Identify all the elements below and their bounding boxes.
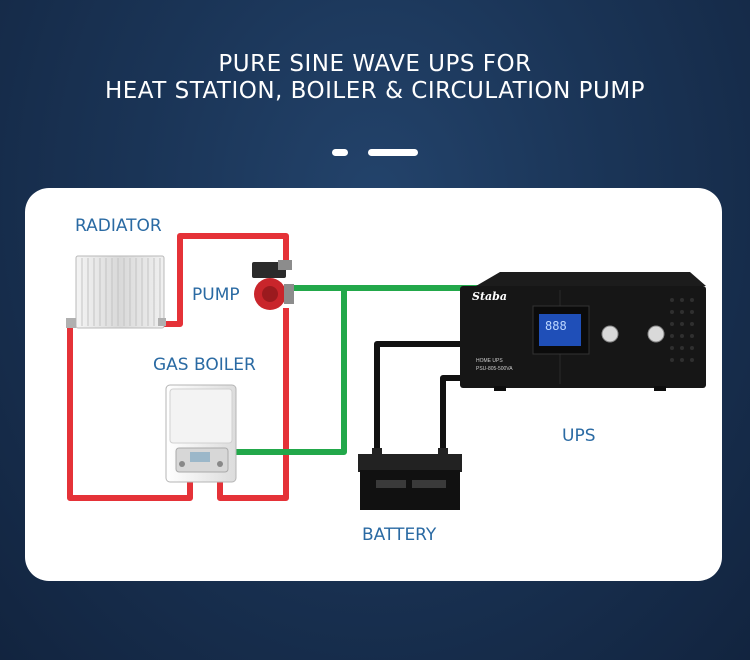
ups-display-digits: 888 — [545, 319, 567, 333]
label-gas-boiler: GAS BOILER — [153, 355, 256, 375]
pipe-pump-to-boiler — [217, 308, 289, 501]
pipe-radiator-to-pump — [162, 233, 289, 327]
page-title-line-2: HEAT STATION, BOILER & CIRCULATION PUMP — [104, 78, 646, 104]
circulation-pump-icon — [252, 260, 294, 310]
gas-boiler-icon — [165, 384, 237, 483]
pipe-radiator-to-boiler — [67, 328, 193, 501]
pager-dot — [332, 149, 348, 156]
ups-model-line-1: HOME UPS — [476, 358, 503, 364]
label-pump: PUMP — [192, 285, 240, 305]
ups-device: 888 Staba HOME UPS PSU-805-500VA — [460, 272, 706, 391]
battery-icon — [358, 448, 462, 510]
label-battery: BATTERY — [362, 525, 437, 545]
label-radiator: RADIATOR — [75, 216, 162, 236]
page-title-line-1: PURE SINE WAVE UPS FOR — [218, 51, 532, 77]
ups-model-line-2: PSU-805-500VA — [476, 366, 513, 372]
radiator-icon — [66, 255, 166, 329]
power-cable-boiler — [236, 288, 347, 455]
heating-pipes — [67, 233, 289, 501]
label-ups: UPS — [562, 426, 596, 446]
power-cables — [236, 285, 480, 455]
pager-dash-active — [368, 149, 418, 156]
ups-brand: Staba — [472, 290, 507, 303]
dc-cable-negative — [374, 341, 500, 452]
dc-cable-positive — [440, 375, 500, 452]
